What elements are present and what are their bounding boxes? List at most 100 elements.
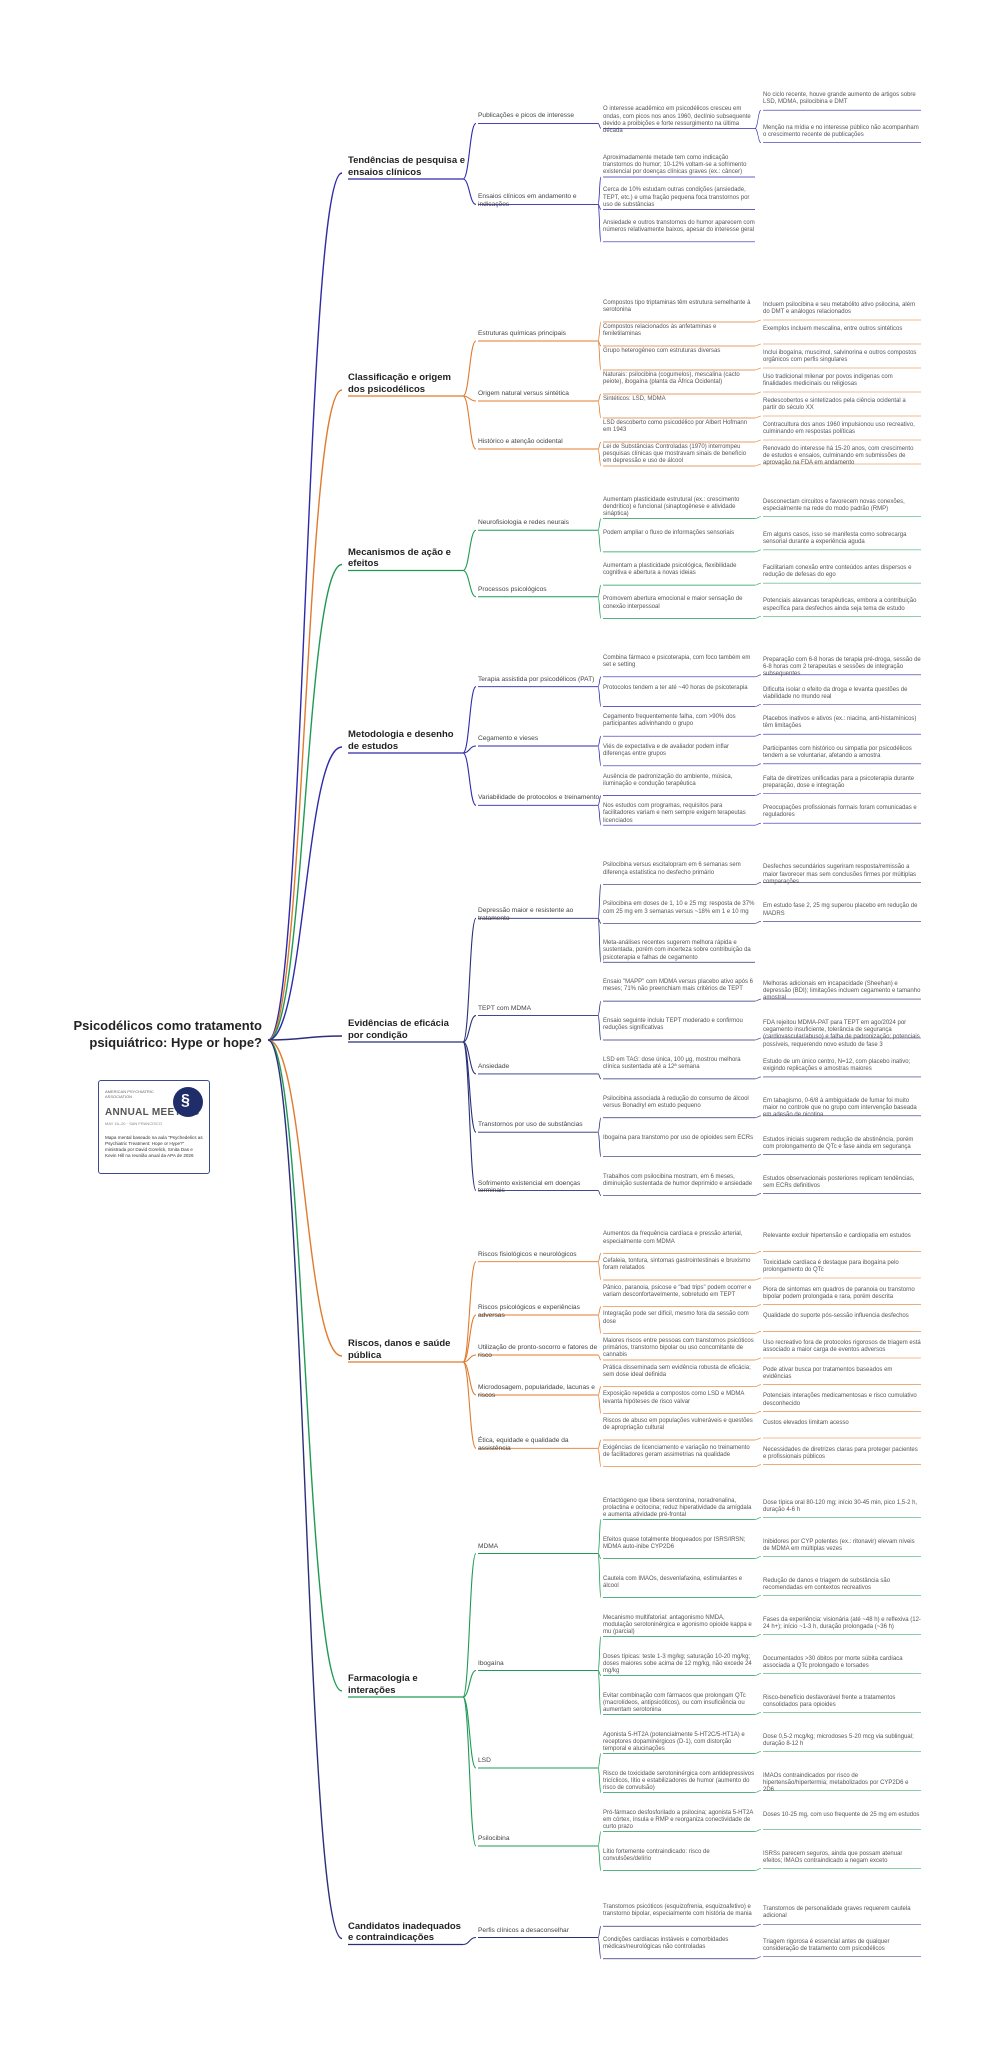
item-text: Meta-análises recentes sugerem melhora r…: [603, 940, 751, 961]
item-text: Podem ampliar o fluxo de informações sen…: [603, 529, 735, 536]
item-text: Pânico, paranoia, psicose e "bad trips" …: [603, 1284, 752, 1298]
branch-root-to-category: [267, 1039, 343, 1940]
leaf-text: Qualidade do suporte pós-sessão influenc…: [763, 1313, 909, 1320]
branch-sub-to-item: [597, 518, 602, 531]
item-text: Nos estudos com programas, requisitos pa…: [603, 803, 746, 824]
leaf-text: Dose típica oral 80-120 mg; início 30-45…: [763, 1499, 918, 1513]
leaf-text: Melhoras adicionais em incapacidade (She…: [763, 981, 921, 1002]
branch-item-to-leaf: [754, 1037, 762, 1041]
branch-root-to-category: [267, 1039, 343, 1357]
leaf-text: Risco-benefício desfavorável frente a tr…: [763, 1694, 896, 1708]
branch-item-to-leaf: [754, 882, 762, 885]
branch-item-to-leaf: [754, 1464, 762, 1467]
branch-item-to-leaf: [754, 1277, 762, 1281]
subtopic-label: TEPT com MDMA: [478, 1004, 531, 1012]
item-text: Condições cardíacas instáveis e comorbid…: [603, 1936, 729, 1950]
subtopic-label: LSD: [478, 1757, 491, 1764]
item-text: Agonista 5-HT2A (potencialmente 5-HT2C/5…: [603, 1731, 745, 1752]
branch-item-to-leaf: [754, 793, 762, 796]
leaf-text: Pode ativar busca por tratamentos basead…: [763, 1366, 893, 1380]
branch-sub-to-item: [597, 795, 602, 806]
branch-sub-to-item: [597, 745, 602, 767]
branch-category-to-sub: [462, 122, 477, 180]
leaf-text: Relevante excluir hipertensão e cardiopa…: [763, 1233, 911, 1240]
leaf-text: Em tabagismo, 0-6/8 à ambiguidade de fum…: [763, 1097, 917, 1119]
subtopic-label: Riscos psicológicos e experiências adver…: [478, 1304, 580, 1319]
leaf-text: Participantes com histórico ou simpatia …: [763, 745, 912, 760]
branch-sub-to-item: [597, 686, 602, 707]
item-text: Exposição repetida a compostos como LSD …: [603, 1391, 745, 1405]
branch-sub-to-item: [597, 1447, 602, 1468]
branch-sub-to-item: [597, 1261, 602, 1281]
branch-category-to-sub: [462, 1361, 477, 1449]
leaf-text: Redução de danos e triagem de substância…: [763, 1577, 891, 1591]
leaf-text: No ciclo recente, houve grande aumento d…: [763, 92, 916, 106]
leaf-text: Dificulta isolar o efeito da droga e lev…: [763, 686, 908, 700]
leaf-text: Fases da experiência: visionária (até ~4…: [763, 1616, 921, 1630]
logo-event: ANNUAL MEETING: [105, 1107, 200, 1118]
apa-annual-meeting-logo: AMERICAN PSYCHIATRIC ASSOCIATION ANNUAL …: [98, 1080, 210, 1174]
branch-sub-to-item: [597, 884, 602, 919]
caduceus-icon: §: [173, 1087, 203, 1117]
item-text: Riscos de abuso em populações vulnerávei…: [603, 1418, 753, 1432]
branch-sub-to-item: [597, 1553, 602, 1598]
subtopic-label: Ensaios clínicos em andamento e indicaçõ…: [478, 193, 577, 209]
leaf-text: Estudos iniciais sugerem redução de abst…: [763, 1136, 914, 1150]
item-text: Trabalhos com psilocibina mostram, em 6 …: [603, 1173, 753, 1187]
branch-sub-to-item: [597, 321, 602, 342]
branch-item-to-leaf: [754, 1829, 762, 1832]
branch-category-to-sub: [462, 1261, 477, 1363]
leaf-text: Falta de diretrizes unificadas para a ps…: [763, 775, 915, 789]
branch-item-to-leaf: [754, 391, 762, 395]
leaf-text: Menção na mídia e no interesse público n…: [763, 124, 919, 138]
branch-category-to-sub: [462, 1041, 477, 1192]
branch-item-to-leaf: [754, 1437, 762, 1441]
branch-item-to-leaf: [754, 822, 762, 826]
branch-category-to-sub: [462, 1696, 477, 1769]
leaf-text: Facilitariam conexão entre conteúdos ant…: [763, 565, 912, 579]
category-label: Classificação e origem dos psicodélicos: [348, 372, 451, 395]
branch-root-to-category: [267, 389, 343, 1041]
branch-item-to-leaf: [754, 415, 762, 419]
branch-sub-to-item: [597, 204, 602, 243]
subtopic-label: Histórico e atenção ocidental: [478, 438, 563, 445]
branch-category-to-sub: [462, 1314, 477, 1363]
branch-item-to-leaf: [754, 343, 762, 347]
item-text: Prática disseminada sem evidência robust…: [603, 1364, 751, 1378]
subtopic-label: Neurofisiologia e redes neurais: [478, 519, 569, 527]
branch-category-to-sub: [462, 395, 477, 402]
item-text: LSD em TAG: dose única, 100 μg, mostrou …: [603, 1056, 741, 1071]
branch-item-to-leaf: [754, 1331, 762, 1334]
branch-category-to-sub: [462, 752, 477, 806]
branch-sub-to-item: [597, 176, 602, 205]
item-text: Ensaio "MAPP" com MDMA versus placebo at…: [603, 979, 753, 993]
item-text: Transtornos psicóticos (esquizofrenia, e…: [603, 1904, 752, 1918]
leaf-text: Desfechos secundários sugeriram resposta…: [763, 864, 917, 885]
branch-sub-to-item: [597, 1015, 602, 1041]
subtopic-label: Sofrimento existencial em doenças termin…: [478, 1179, 581, 1195]
branch-item-to-leaf: [754, 1556, 762, 1559]
leaf-text: Uso recreativo fora de protocolos rigoro…: [763, 1340, 921, 1354]
branch-sub-to-item: [597, 1767, 602, 1793]
item-text: Ibogaína para transtorno por uso de opio…: [603, 1134, 754, 1141]
subtopic-label: Depressão maior e resistente ao tratamen…: [478, 907, 574, 923]
leaf-text: Custos elevados limitam acesso: [763, 1420, 849, 1426]
branch-sub-to-item: [597, 123, 602, 129]
item-text: Exigências de licenciamento e variação n…: [603, 1444, 750, 1458]
subtopic-label: Microdosagem, popularidade, lacunas e ri…: [478, 1384, 595, 1399]
leaf-text: Renovado do interesse há 15-20 anos, com…: [763, 446, 914, 467]
category-label: Tendências de pesquisa e ensaios clínico…: [348, 155, 466, 178]
item-text: Grupo heterogêneo com estruturas diversa…: [603, 348, 721, 354]
leaf-text: Doses 10-25 mg, com uso frequente de 25 …: [763, 1811, 920, 1818]
branch-item-to-leaf: [754, 1384, 762, 1387]
leaf-text: Inclui ibogaína, muscimol, salvinorina e…: [763, 350, 917, 364]
leaf-text: Placebos inativos e ativos (ex.: niacina…: [763, 716, 917, 730]
leaf-text: Redescobertos e sintetizados pela ciênci…: [763, 398, 906, 412]
subtopic-label: Variabilidade de protocolos e treinament…: [478, 794, 600, 802]
item-text: Cautela com IMAOs, desvenlafaxina, estim…: [603, 1575, 743, 1589]
item-text: Pró-fármaco desfosforilado a psilocina; …: [603, 1809, 754, 1830]
subtopic-label: Psilocibina: [478, 1835, 510, 1842]
branch-root-to-category: [267, 1039, 343, 1692]
branch-category-to-sub: [462, 340, 477, 397]
